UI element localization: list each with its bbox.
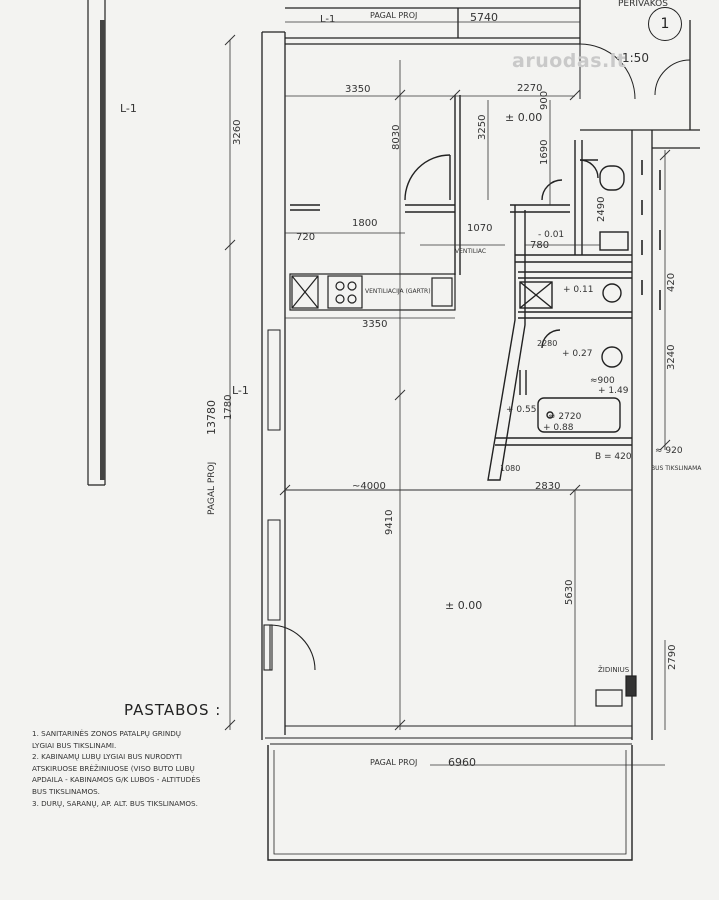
bathroom-block bbox=[487, 140, 632, 481]
level-left: L-1 bbox=[120, 102, 137, 115]
level-011: + 0.11 bbox=[563, 285, 594, 295]
dim-4000: ~4000 bbox=[352, 481, 386, 492]
dim-3260: 3260 bbox=[232, 119, 243, 145]
dim-720: 720 bbox=[296, 232, 316, 243]
dim-5630: 5630 bbox=[564, 579, 575, 605]
level-027: + 0.27 bbox=[562, 349, 593, 359]
dim-1070: 1070 bbox=[467, 223, 493, 234]
level-149: + 1.49 bbox=[598, 386, 629, 396]
dim-1690: 1690 bbox=[539, 139, 550, 165]
west-wall bbox=[261, 31, 286, 740]
level-088: + 0.88 bbox=[543, 423, 574, 433]
note-line: ATSKIRUOSE BRĖŽINIUOSE (VISO BUTO LUBŲ bbox=[32, 763, 195, 773]
note-line: 1. SANITARINĖS ZONOS PATALPŲ GRINDŲ bbox=[32, 729, 182, 738]
pagal-vertical-label: PAGAL PROJ bbox=[207, 461, 217, 515]
pagal-bottom-label: PAGAL PROJ bbox=[370, 758, 418, 767]
ventiliacija-label: VENTILIACIJA (GARTR) bbox=[365, 288, 431, 295]
dim-3350-top: 3350 bbox=[345, 84, 371, 95]
note-line: 3. DURŲ, SARANŲ, AP. ALT. BUS TIKSLINAMO… bbox=[32, 798, 198, 808]
fireplace bbox=[595, 675, 637, 707]
notes-list: 1. SANITARINĖS ZONOS PATALPŲ GRINDŲ LYGI… bbox=[32, 728, 262, 809]
level-0-top: ± 0.00 bbox=[505, 111, 543, 124]
east-wall-hatch bbox=[641, 160, 661, 310]
left-exterior-wall bbox=[87, 0, 106, 486]
level-top: L-1 bbox=[320, 14, 336, 25]
level-mid: L-1 bbox=[232, 384, 249, 397]
dim-1780: 1780 bbox=[223, 394, 234, 420]
dim-1800: 1800 bbox=[352, 218, 378, 229]
dim-2270: 2270 bbox=[517, 83, 543, 94]
dim-2280: 2280 bbox=[537, 339, 558, 348]
dim-13780: 13780 bbox=[205, 400, 218, 435]
dim-1080: 1080 bbox=[500, 464, 521, 473]
east-wall bbox=[580, 20, 700, 740]
level-minus-001: - 0.01 bbox=[538, 230, 565, 240]
dim-900: 900 bbox=[539, 90, 550, 110]
dim-2830: 2830 bbox=[535, 481, 561, 492]
entrance-door bbox=[579, 43, 691, 100]
dimension-lines bbox=[229, 21, 666, 766]
dim-6960: 6960 bbox=[448, 756, 476, 769]
kitchen-counter bbox=[289, 273, 456, 311]
dim-3250: 3250 bbox=[477, 114, 488, 140]
ventiliac-label: VENTILIAC bbox=[455, 248, 487, 255]
dim-780: 780 bbox=[530, 240, 550, 251]
note-line: LYGIAI BUS TIKSLINAMI. bbox=[32, 740, 117, 750]
level-055: + 0.55 bbox=[506, 405, 537, 415]
dim-3240: 3240 bbox=[666, 344, 677, 370]
note-line: 2. KABINAMŲ LUBŲ LYGIAI BUS NURODYTI bbox=[32, 752, 182, 762]
room-partition-walls bbox=[290, 95, 461, 275]
dim-420: 420 bbox=[666, 272, 677, 292]
scale-label: 1:50 bbox=[622, 51, 649, 65]
sheet-number-badge: 1 bbox=[648, 7, 682, 41]
dim-b420: B = 420 bbox=[595, 452, 632, 462]
dim-2490: 2490 bbox=[596, 196, 607, 222]
note-line: BUS TIKSLINAMOS. bbox=[32, 786, 100, 796]
dim-900-bath: ≈900 bbox=[590, 376, 615, 386]
level-0-living: ± 0.00 bbox=[445, 599, 483, 612]
watermark: aruodas.lt bbox=[512, 50, 627, 72]
balcony-door bbox=[263, 624, 316, 671]
dim-top: 5740 bbox=[470, 11, 498, 24]
dim-2720: ≈ 2720 bbox=[548, 412, 582, 422]
dim-8030: 8030 bbox=[391, 124, 402, 150]
dim-2790: 2790 bbox=[667, 644, 678, 670]
dimension-ticks bbox=[224, 34, 671, 731]
notes-title: PASTABOS : bbox=[124, 701, 222, 719]
note-line: APDAILA - KABINAMOS G/K LUBOS - ALTITUDĖ… bbox=[32, 775, 201, 785]
dim-9410: 9410 bbox=[384, 509, 395, 535]
living-room-outline bbox=[265, 489, 633, 861]
zidinius-label: ŽIDINIUS bbox=[598, 666, 630, 674]
pagal-top-label: PAGAL PROJ bbox=[370, 11, 418, 20]
dim-3350-mid: 3350 bbox=[362, 319, 388, 330]
bus-tikslinama-label: BUS TIKSLINAMA bbox=[651, 465, 702, 472]
dim-920: ≈ 920 bbox=[655, 446, 683, 456]
corridor-label: PERIVAKOS bbox=[618, 0, 668, 9]
